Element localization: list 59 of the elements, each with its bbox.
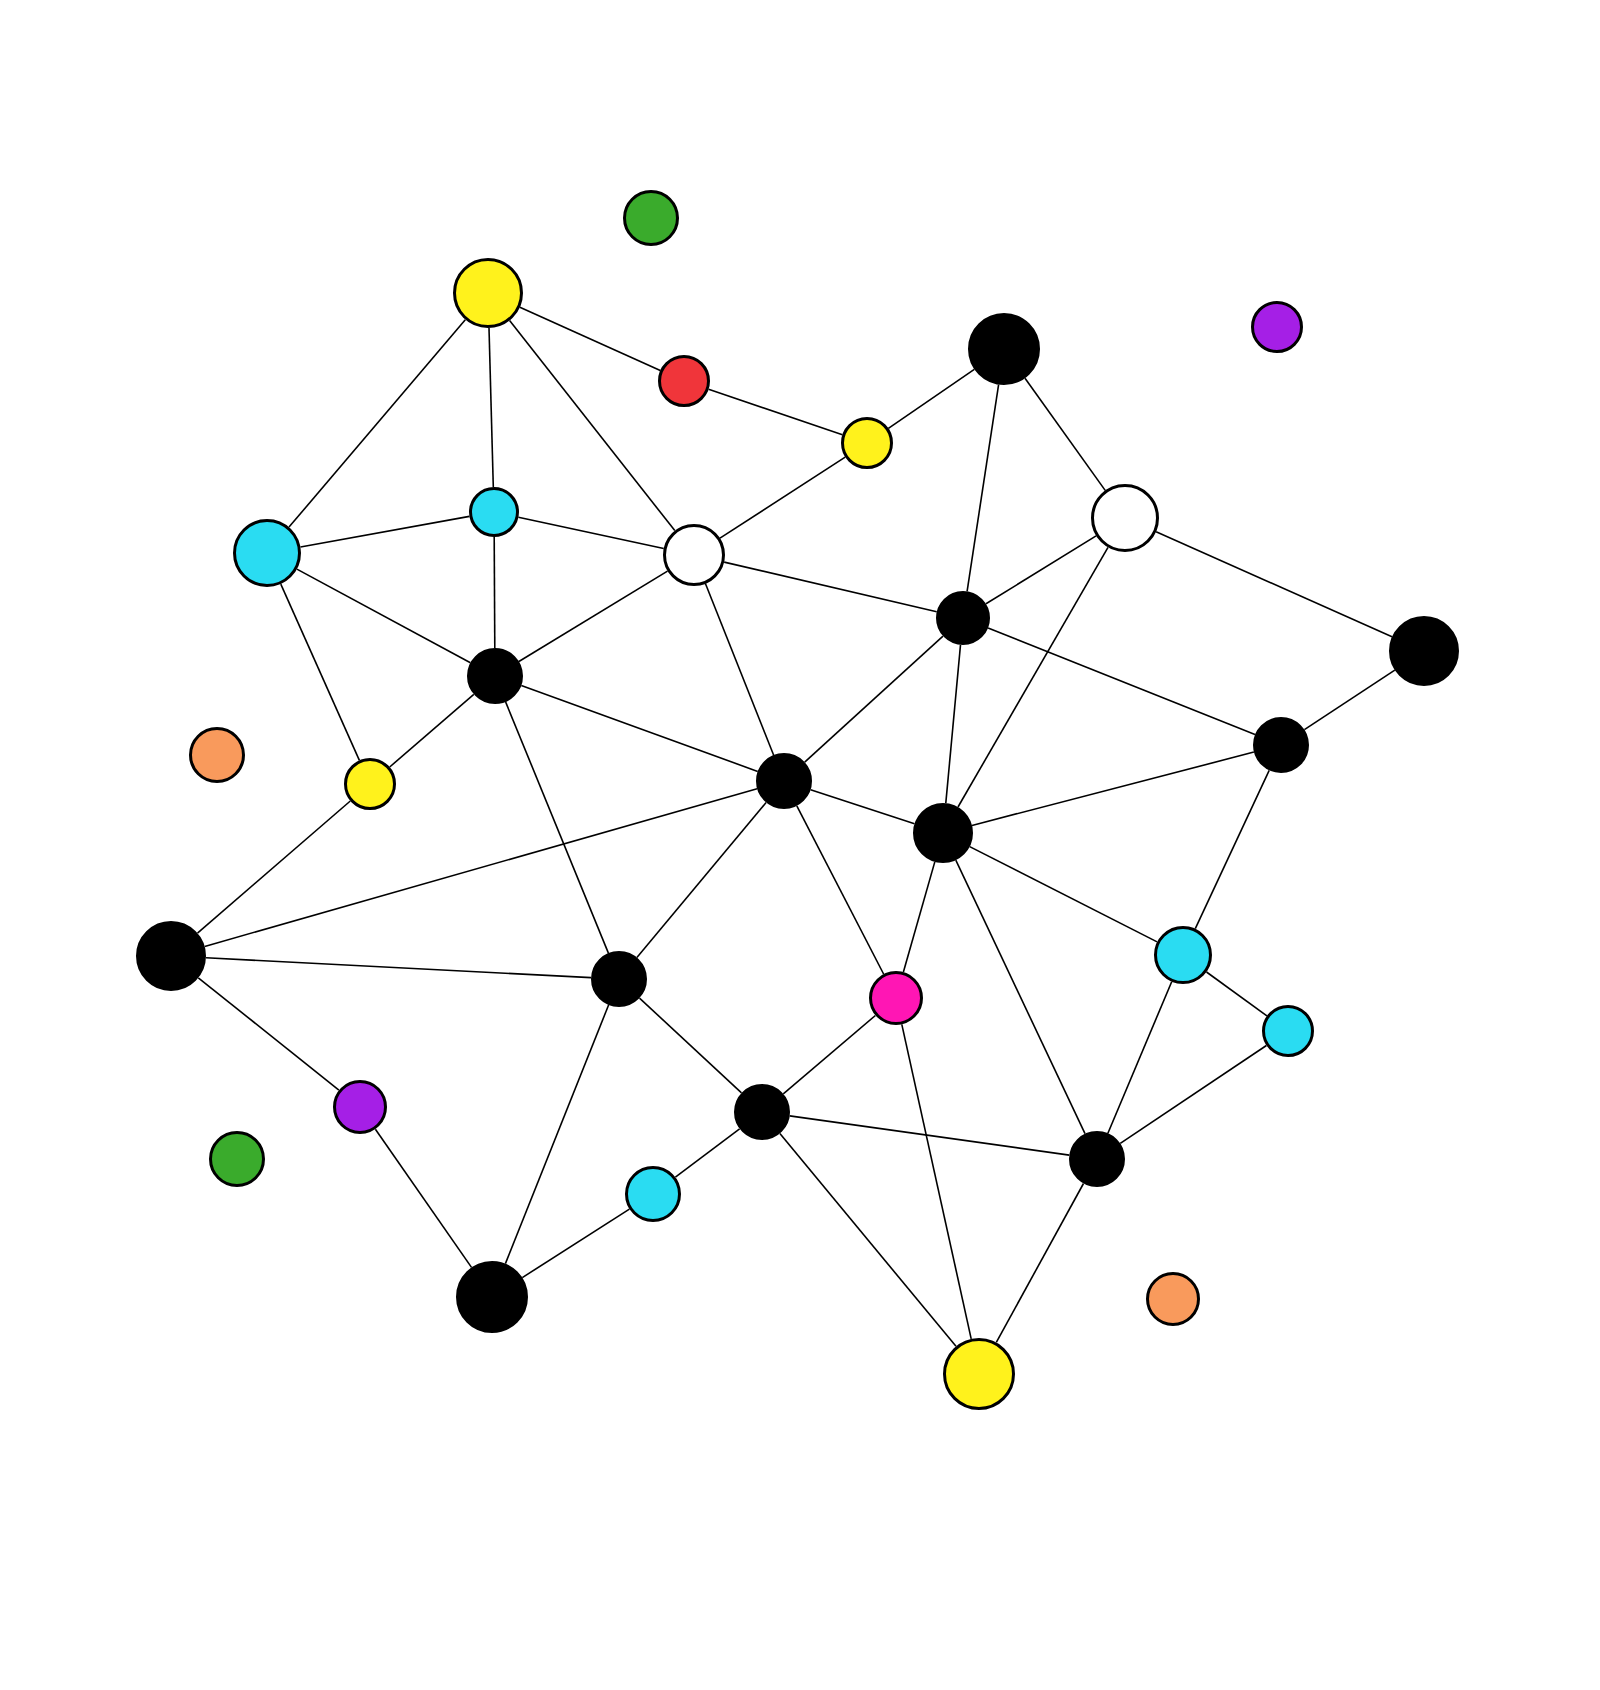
network-node: [734, 1084, 790, 1140]
network-node: [189, 727, 245, 783]
connector-line: [803, 635, 944, 763]
connector-line: [197, 977, 340, 1091]
connector-line: [957, 546, 1109, 808]
network-node: [841, 417, 893, 469]
connector-line: [388, 693, 475, 768]
connector-line: [902, 861, 936, 973]
connector-line: [971, 751, 1255, 827]
connector-line: [719, 456, 846, 539]
connector-line: [488, 327, 495, 488]
connector-line: [945, 644, 962, 804]
network-node: [663, 524, 725, 586]
connector-line: [901, 1023, 972, 1340]
connector-line: [518, 570, 669, 663]
connector-line: [517, 516, 665, 550]
network-node: [936, 591, 990, 645]
network-node: [1154, 926, 1212, 984]
connector-line: [985, 535, 1097, 605]
network-node: [209, 1131, 265, 1187]
connector-line: [674, 1128, 741, 1178]
network-node: [913, 803, 973, 863]
network-node: [869, 971, 923, 1025]
network-node: [591, 951, 647, 1007]
connector-line: [1205, 971, 1268, 1017]
network-node: [1069, 1131, 1125, 1187]
connector-line: [288, 318, 467, 528]
connector-line: [723, 561, 938, 613]
network-node: [233, 519, 301, 587]
connector-line: [782, 1014, 877, 1095]
connector-line: [788, 1115, 1071, 1156]
connector-line: [1303, 669, 1396, 731]
network-node: [1091, 484, 1159, 552]
connector-line: [508, 319, 676, 532]
connector-line: [779, 1132, 957, 1348]
connector-line: [205, 957, 592, 979]
network-node: [1251, 301, 1303, 353]
connector-line: [1119, 1044, 1268, 1145]
connector-line: [196, 800, 352, 934]
network-node: [1253, 717, 1309, 773]
network-node: [1262, 1005, 1314, 1057]
connector-line: [1024, 377, 1106, 492]
connector-line: [299, 515, 471, 548]
network-node: [658, 355, 710, 407]
connector-line: [636, 801, 767, 959]
connector-line: [966, 383, 1000, 593]
connector-line: [521, 1208, 631, 1279]
network-node: [333, 1080, 387, 1134]
connector-line: [887, 368, 976, 430]
network-node: [1146, 1272, 1200, 1326]
network-node: [756, 753, 812, 809]
connector-line: [374, 1128, 473, 1269]
network-node: [467, 648, 523, 704]
network-node: [625, 1166, 681, 1222]
connector-line: [638, 997, 743, 1094]
network-node: [469, 487, 519, 537]
network-node: [623, 190, 679, 246]
network-node: [344, 758, 396, 810]
connector-line: [493, 536, 496, 649]
